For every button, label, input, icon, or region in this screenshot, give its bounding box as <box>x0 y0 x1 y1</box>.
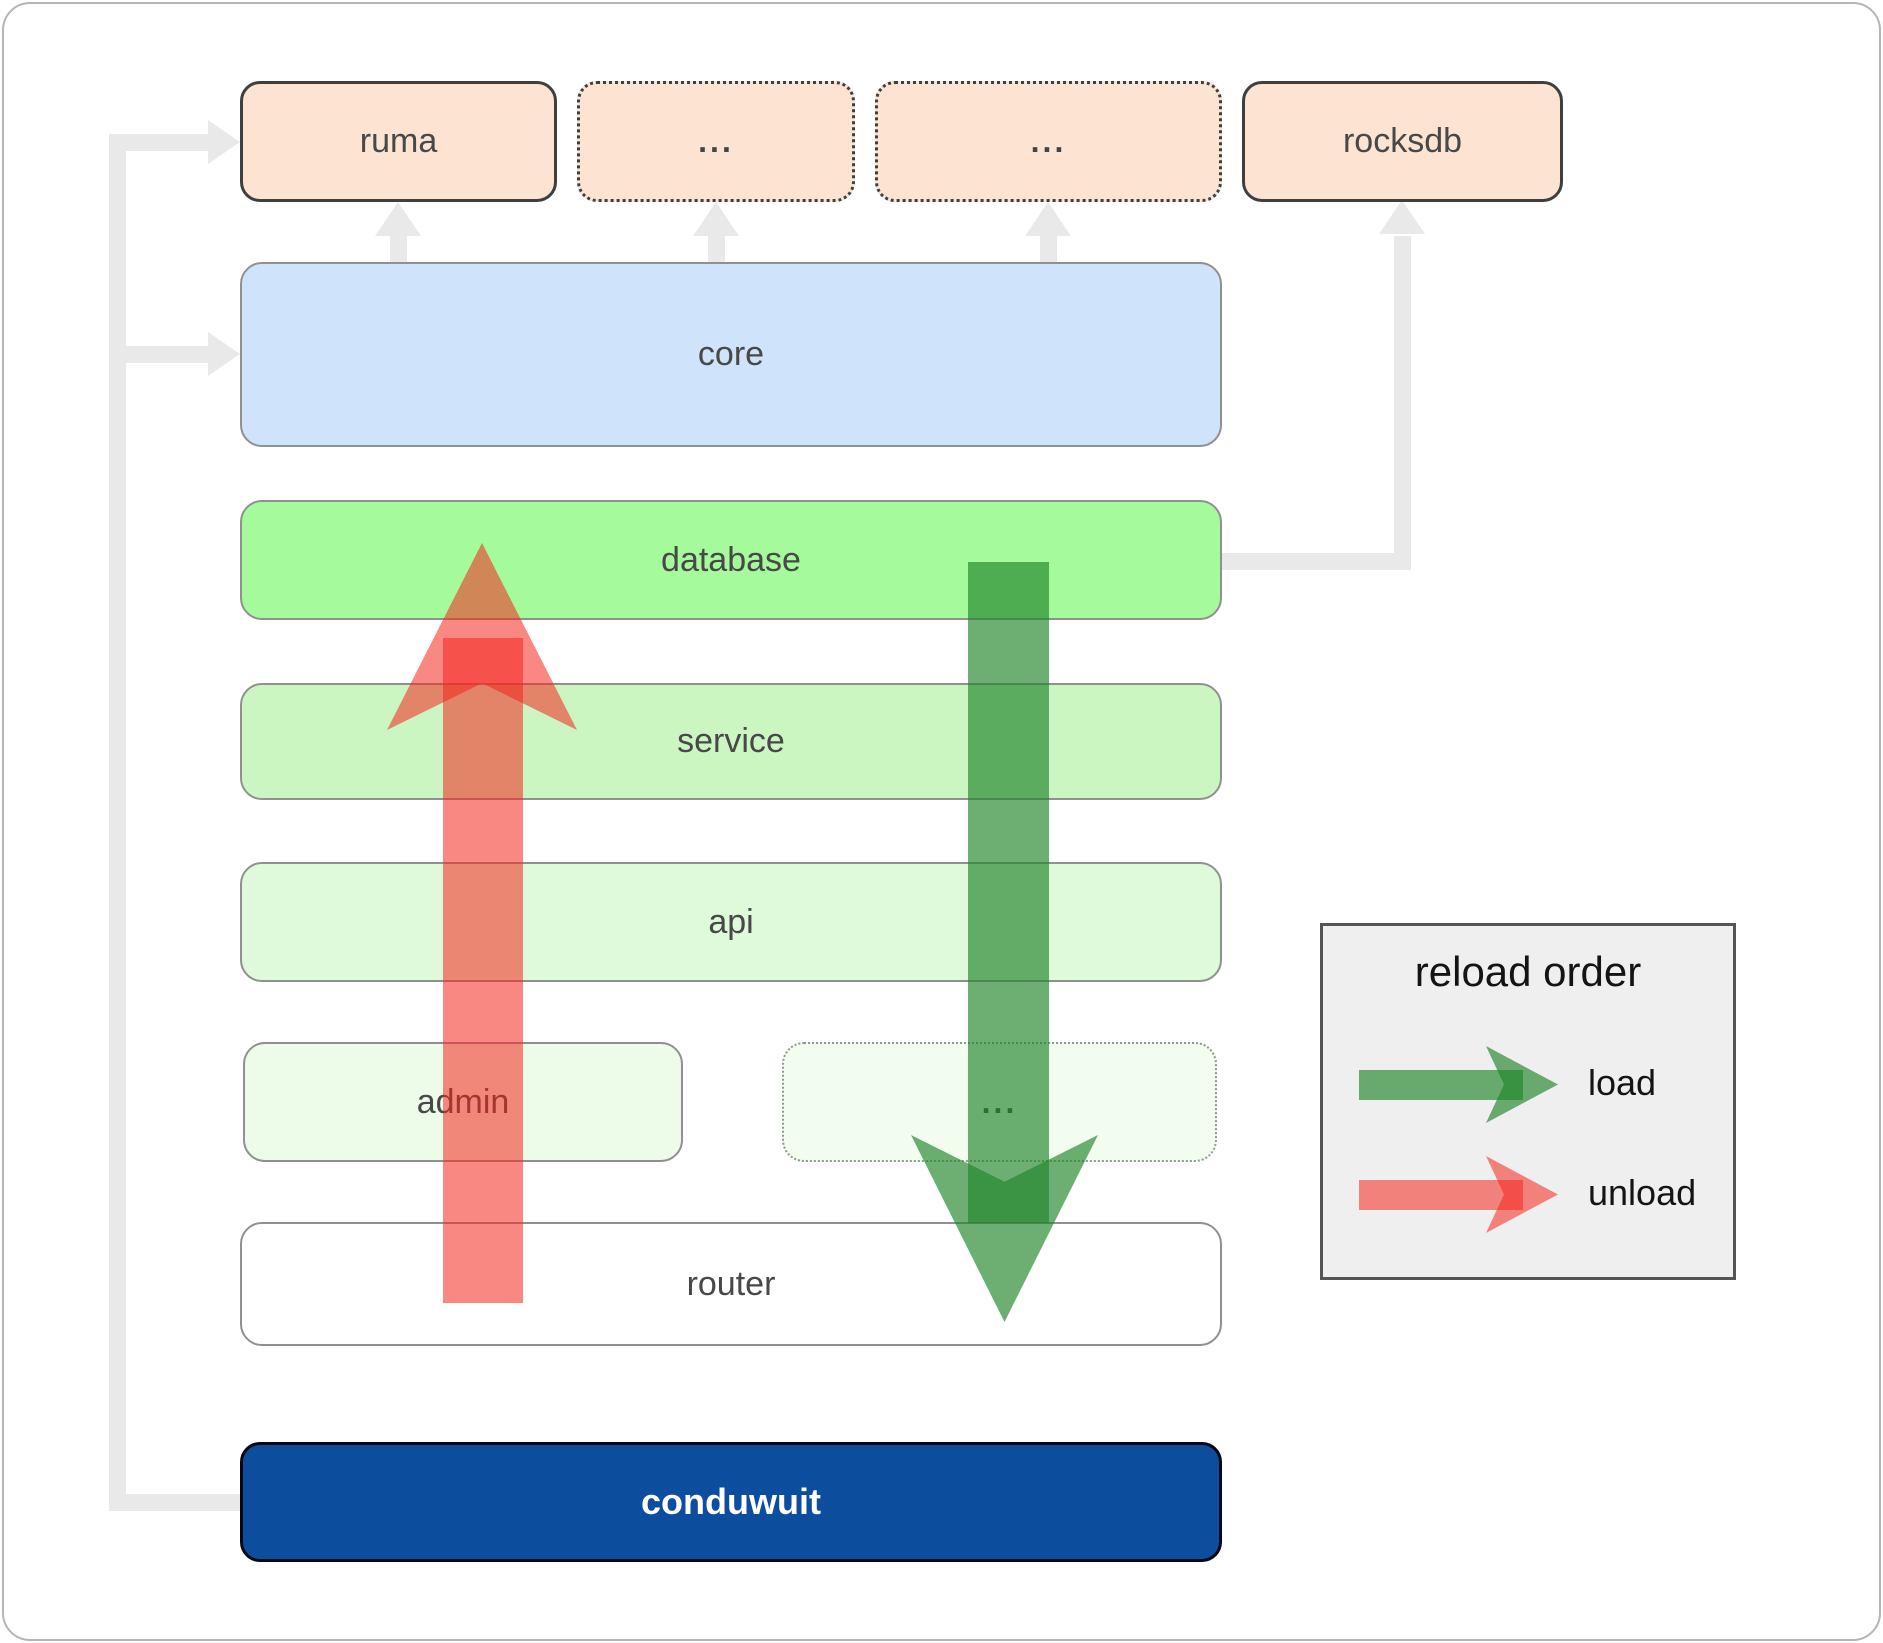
node-router-label: router <box>686 1264 776 1303</box>
node-ruma-label: ruma <box>359 122 438 160</box>
unload-arrow-shaft <box>443 638 523 1303</box>
node-api-label: api <box>708 902 754 941</box>
node-router: router <box>240 1222 1222 1346</box>
node-rocksdb: rocksdb <box>1242 81 1563 202</box>
node-ellipsis-2-label: ... <box>1030 123 1067 159</box>
node-service: service <box>240 683 1222 800</box>
connector-from-conduwuit <box>109 1494 242 1511</box>
node-database-label: database <box>661 540 801 579</box>
connector-core-to-ellipsis2 <box>1040 234 1057 264</box>
node-core: core <box>240 262 1222 447</box>
node-ellipsis-2: ... <box>875 81 1222 202</box>
legend-load-label: load <box>1588 1062 1657 1103</box>
node-rocksdb-label: rocksdb <box>1342 122 1463 160</box>
node-api: api <box>240 862 1222 982</box>
node-conduwuit: conduwuit <box>240 1442 1222 1562</box>
connector-to-core <box>109 346 210 363</box>
legend-title: reload order <box>1414 948 1642 995</box>
arrowhead-core-to-ruma-icon <box>375 202 421 236</box>
node-conduwuit-label: conduwuit <box>641 1481 821 1522</box>
connector-database-horizontal <box>1222 553 1411 570</box>
legend-load-arrow-shaft <box>1359 1070 1523 1100</box>
arrowhead-into-ruma-icon <box>208 120 240 164</box>
legend-unload-arrow-shaft <box>1359 1180 1523 1210</box>
connector-core-to-ellipsis1 <box>708 234 725 264</box>
node-service-label: service <box>677 722 785 760</box>
connector-to-ruma <box>109 134 210 151</box>
arrowhead-into-core-icon <box>208 332 240 376</box>
node-database: database <box>240 500 1222 620</box>
arrowhead-core-to-ellipsis1-icon <box>693 202 739 236</box>
load-arrow-shaft <box>968 562 1049 1223</box>
legend: reload order load unload <box>1320 923 1736 1280</box>
node-ellipsis-1: ... <box>577 81 855 202</box>
connector-left-vertical <box>109 134 126 1511</box>
arrowhead-core-to-ellipsis2-icon <box>1025 202 1071 236</box>
node-ruma: ruma <box>240 81 557 202</box>
arrowhead-into-rocksdb-icon <box>1379 200 1425 234</box>
connector-database-vertical <box>1394 236 1411 570</box>
node-ellipsis-1-label: ... <box>698 123 734 159</box>
connector-core-to-ruma <box>390 234 407 264</box>
node-core-label: core <box>697 335 765 373</box>
legend-unload-label: unload <box>1588 1172 1697 1213</box>
